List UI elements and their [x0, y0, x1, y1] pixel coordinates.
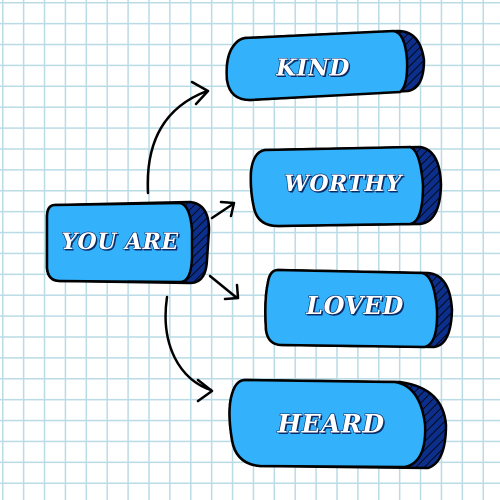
connector-worthy: [210, 200, 236, 220]
root-label: YOU ARE: [61, 229, 179, 255]
branch-label-kind: KIND: [276, 54, 350, 82]
node-worthy: [249, 145, 443, 228]
connector-kind: [146, 80, 210, 195]
node-heard: [228, 378, 448, 470]
connector-loved: [208, 274, 240, 301]
branch-label-loved: LOVED: [306, 291, 404, 320]
node-loved: [264, 268, 454, 349]
node-kind: [225, 29, 426, 102]
node-you-are: [45, 200, 211, 285]
branch-label-heard: HEARD: [277, 409, 385, 439]
connector-heard: [164, 295, 214, 403]
branch-label-worthy: WORTHY: [284, 171, 402, 197]
